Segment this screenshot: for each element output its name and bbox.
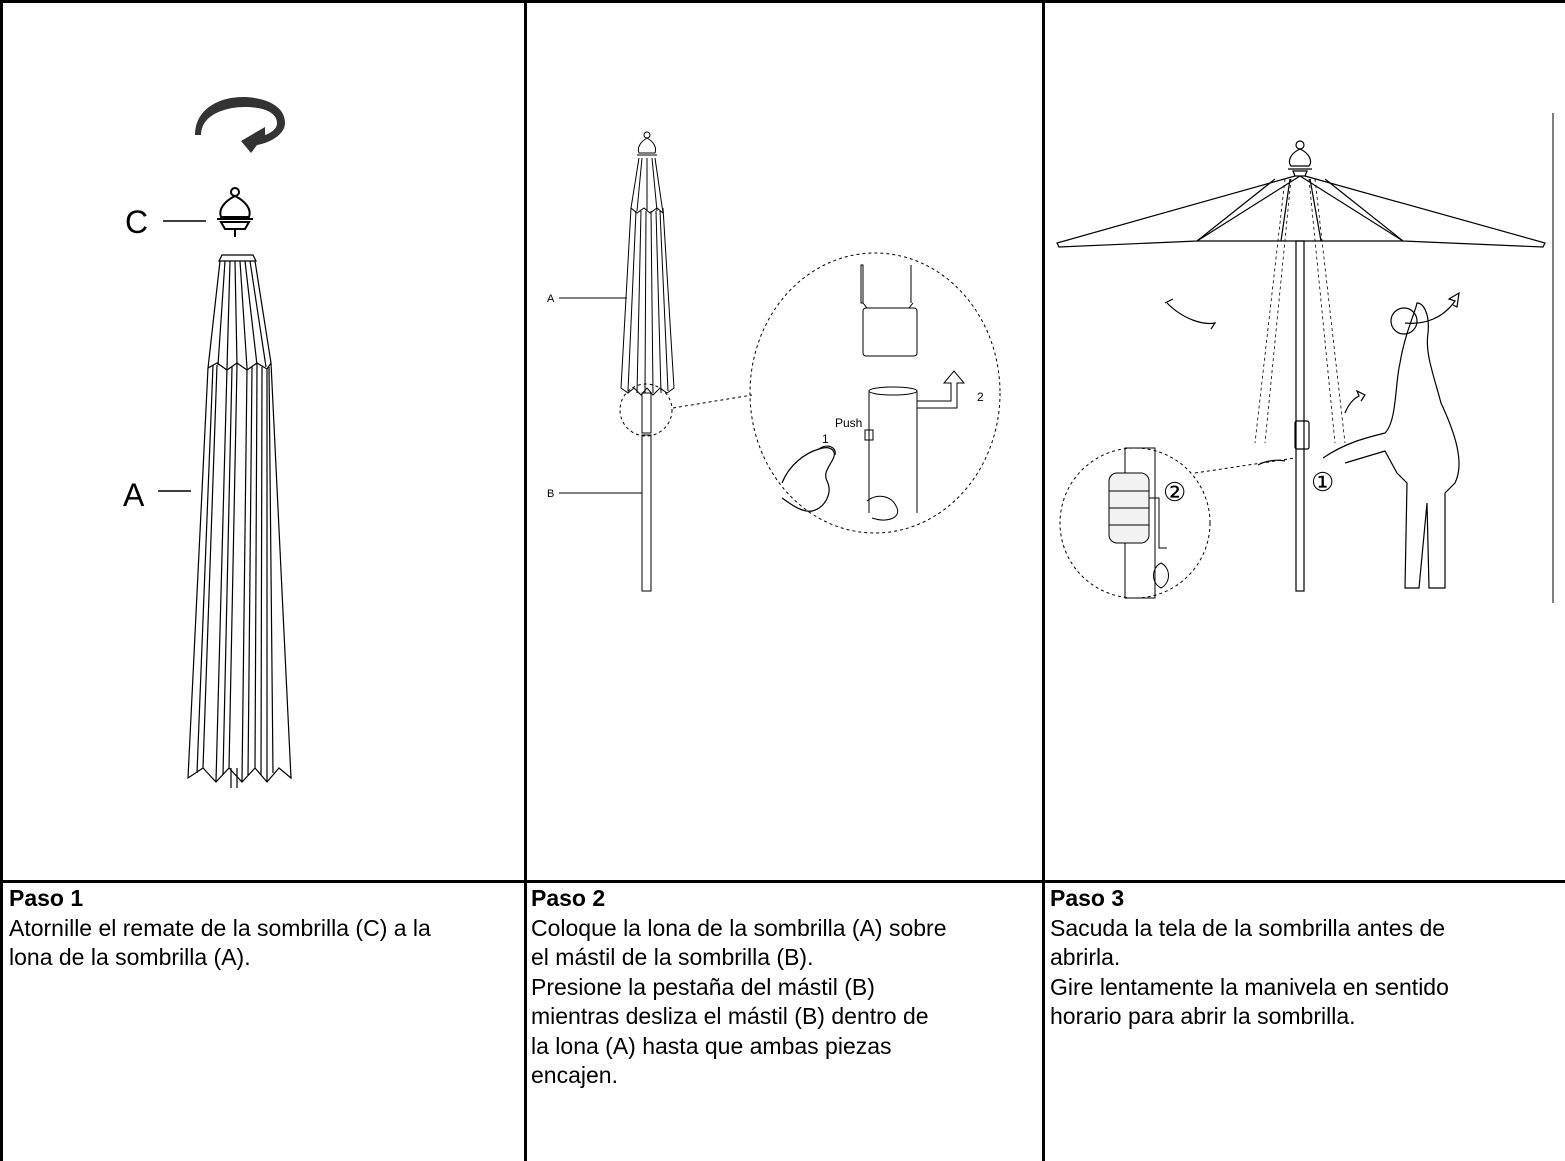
rotate-arrow-icon [195,97,285,153]
umbrella-finial-diagram: C A [123,97,292,788]
step-number-1: 1 [822,432,829,446]
step-1-line-1: Atornille el remate de la sombrilla (C) … [9,914,431,941]
step-1-illustration: C A [3,3,524,880]
finial-part-c [217,187,253,237]
step-2-line-2: el mástil de la sombrilla (B). [531,944,814,970]
step-3-line-1: Sacuda la tela de la sombrilla antes de [1050,914,1446,941]
step-1-text: Paso 1 Atornille el remate de la sombril… [9,884,524,1161]
table-top-border [0,0,1565,3]
step-2-line-6: encajen. [531,1062,618,1088]
table-left-border [0,0,3,1161]
closed-canopy-part-a [187,254,292,788]
label-a: A [123,477,145,513]
open-umbrella [1056,140,1546,592]
step-3-line-4: horario para abrir la sombrilla. [1050,1003,1356,1029]
step-2-line-5: la lona (A) hasta que ambas piezas [531,1032,892,1059]
step-2-line-3: Presione la pestaña del mástil (B) [531,973,875,1000]
step-2-illustration: A B Push 1 2 [527,3,1042,880]
table-column-divider-2 [1042,0,1045,1161]
push-label: Push [835,416,862,430]
step-2-title: Paso 2 [531,885,606,911]
step-3-line-3: Gire lentamente la manivela en sentido [1050,973,1449,1000]
step-3-illustration: ① ② [1045,3,1565,880]
table-column-divider-1 [524,0,527,1161]
circled-number-2: ② [1163,477,1186,507]
step-3-text: Paso 3 Sacuda la tela de la sombrilla an… [1050,884,1565,1161]
label-a: A [547,293,555,305]
step-3-line-2: abrirla. [1050,944,1121,970]
step-1-line-2: lona de la sombrilla (A). [9,944,251,970]
step-2-text: Paso 2 Coloque la lona de la sombrilla (… [531,884,1042,1161]
label-b: B [547,488,554,500]
pole-insertion-diagram: A B Push 1 2 [547,131,1001,592]
step-2-line-4: mientras desliza el mástil (B) dentro de [531,1003,929,1029]
circled-number-1: ① [1311,467,1334,497]
umbrella-opening-diagram: ① ② [1056,113,1554,603]
table-row-divider [0,880,1565,883]
crank-zoom-detail [1059,447,1296,599]
zoom-detail [672,252,1001,534]
step-1-title: Paso 1 [9,885,84,911]
closed-umbrella-on-pole [619,131,675,592]
step-number-2: 2 [977,390,984,404]
step-3-title: Paso 3 [1050,885,1125,911]
label-c: C [125,204,148,240]
step-2-line-1: Coloque la lona de la sombrilla (A) sobr… [531,914,947,941]
